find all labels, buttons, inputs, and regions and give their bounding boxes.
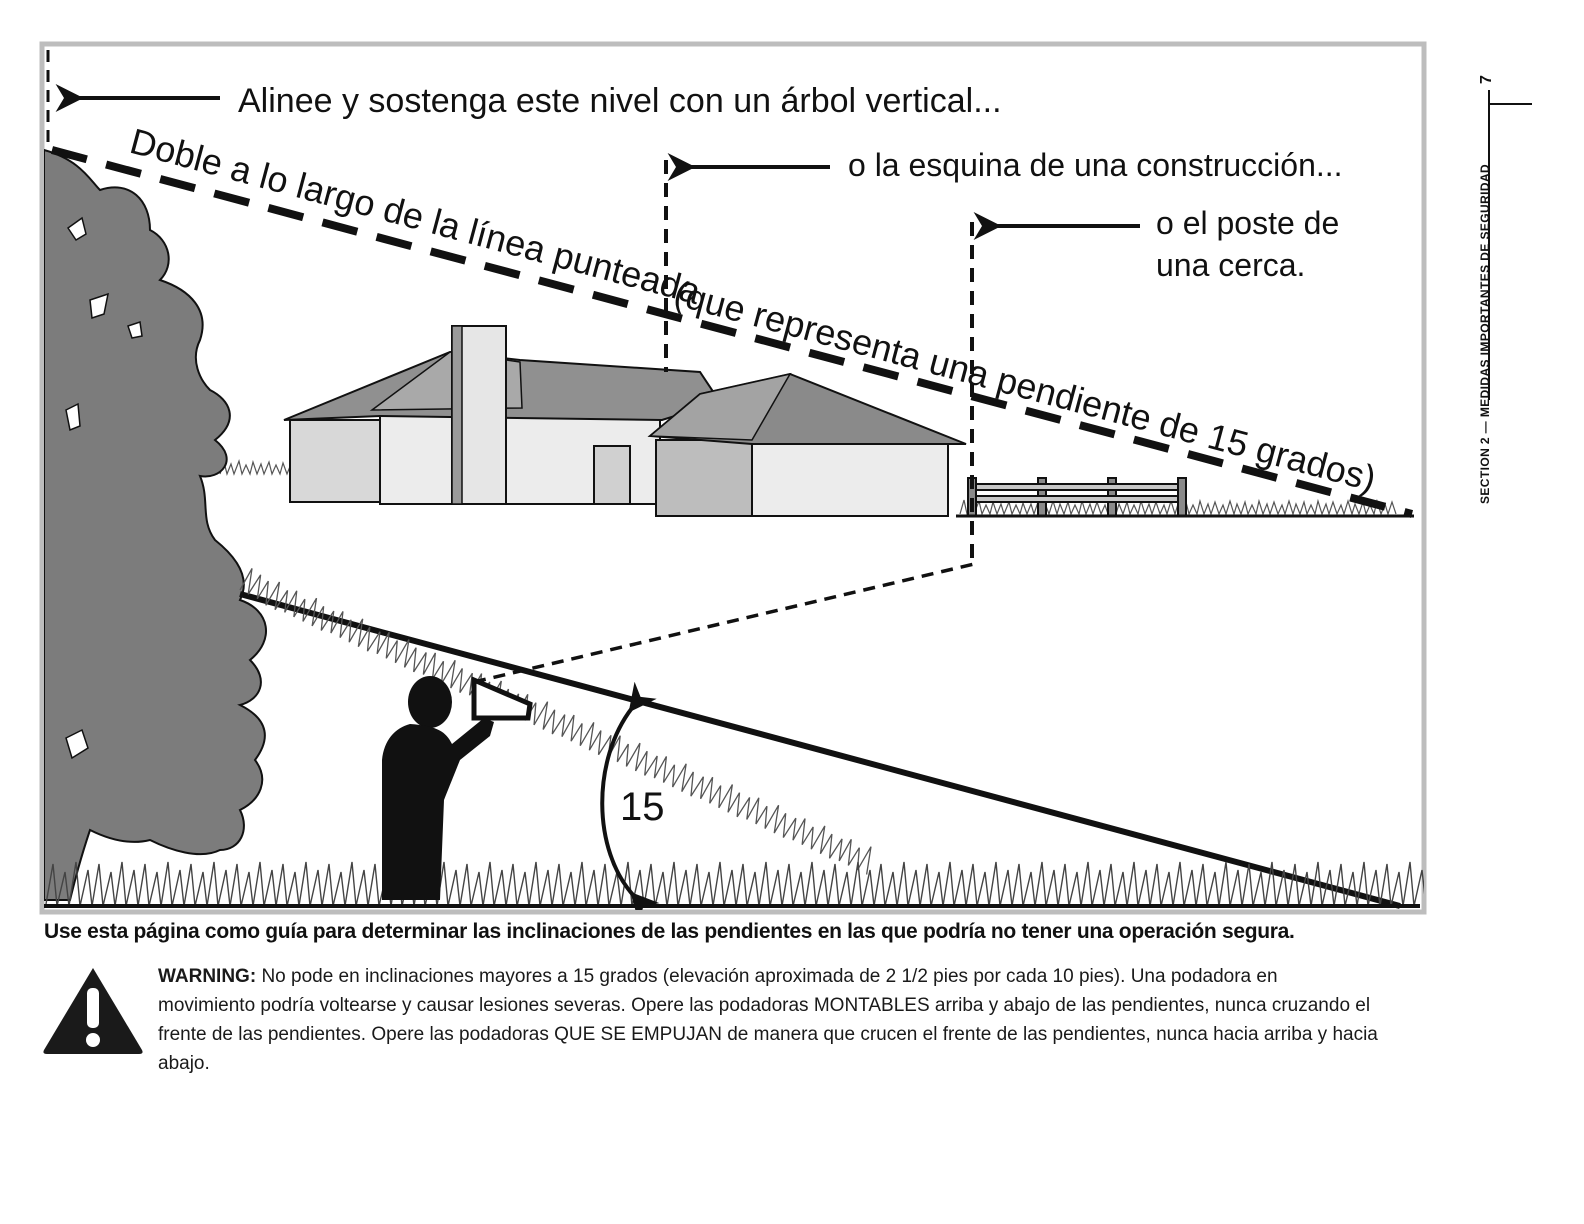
section-title: SECTION 2 — MEDIDAS IMPORTANTES DE SEGUR…	[1478, 164, 1492, 504]
post-callout-text-line2: una cerca.	[1156, 247, 1305, 283]
post-callout-text-line1: o el poste de	[1156, 205, 1339, 241]
house-left-wall	[290, 420, 380, 502]
slope-guide-instruction: Use esta página como guía para determina…	[44, 920, 1444, 944]
warning-triangle-icon	[40, 964, 146, 1056]
house-wing-side	[656, 440, 752, 516]
warning-label: WARNING:	[158, 966, 256, 987]
tree-callout-text: Alinee y sostenga este nivel con un árbo…	[238, 82, 1002, 120]
warning-body: No pode en inclinaciones mayores a 15 gr…	[158, 966, 1378, 1074]
house-wing-front	[752, 440, 948, 516]
section-tab-rule	[1460, 50, 1540, 520]
house-door	[594, 446, 630, 504]
house-chimney-side	[452, 326, 462, 504]
page-number: 7	[1478, 75, 1496, 84]
building-callout-text: o la esquina de una construcción...	[848, 147, 1343, 183]
angle-label: 15	[620, 785, 665, 829]
warning-text: WARNING: No pode en inclinaciones mayore…	[158, 962, 1378, 1078]
